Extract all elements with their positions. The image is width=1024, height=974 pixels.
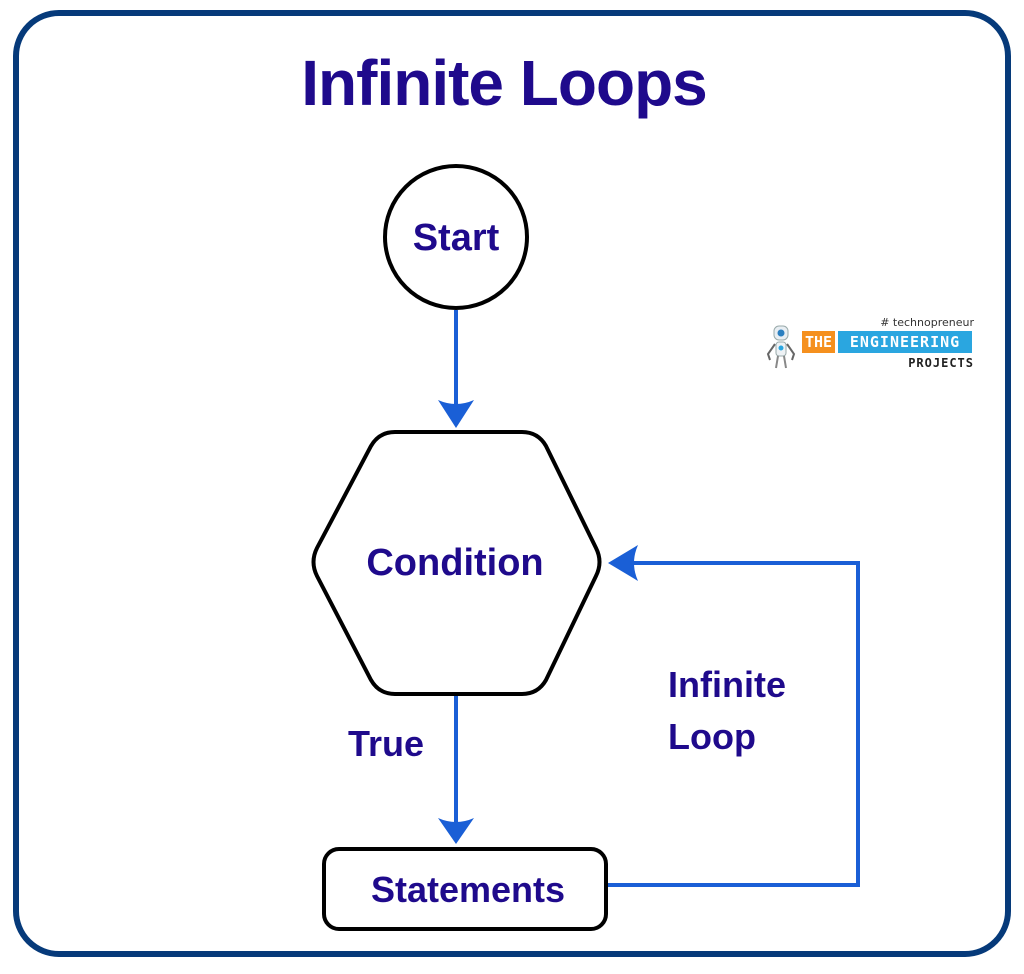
statements-node: Statements [322,847,608,931]
logo-the: THE [802,331,836,353]
true-label: True [348,723,424,764]
logo-engineering: ENGINEERING [838,331,972,353]
logo-tagline: # technopreneur [880,316,974,329]
infinite-loop-label-line1: Infinite [668,664,786,705]
diagram-frame [13,10,1011,957]
condition-label: Condition [366,542,543,584]
edge-condition-to-statements [438,696,474,844]
arrowhead-down [438,818,474,844]
logo-projects: PROJECTS [908,356,974,370]
diagram-title: Infinite Loops [301,47,708,119]
arrowhead-down [438,400,474,428]
start-node: Start [383,164,529,310]
edge-start-to-condition [438,310,474,428]
arrowhead-left [608,545,638,581]
edge-statements-to-condition [608,545,860,887]
brand-logo: # technopreneur THE ENGINEERING PROJECTS [762,316,982,376]
statements-label: Statements [371,869,565,910]
robot-icon [766,325,796,369]
condition-node: Condition [311,430,602,696]
infinite-loop-label-line2: Loop [668,716,756,757]
start-label: Start [413,217,500,259]
